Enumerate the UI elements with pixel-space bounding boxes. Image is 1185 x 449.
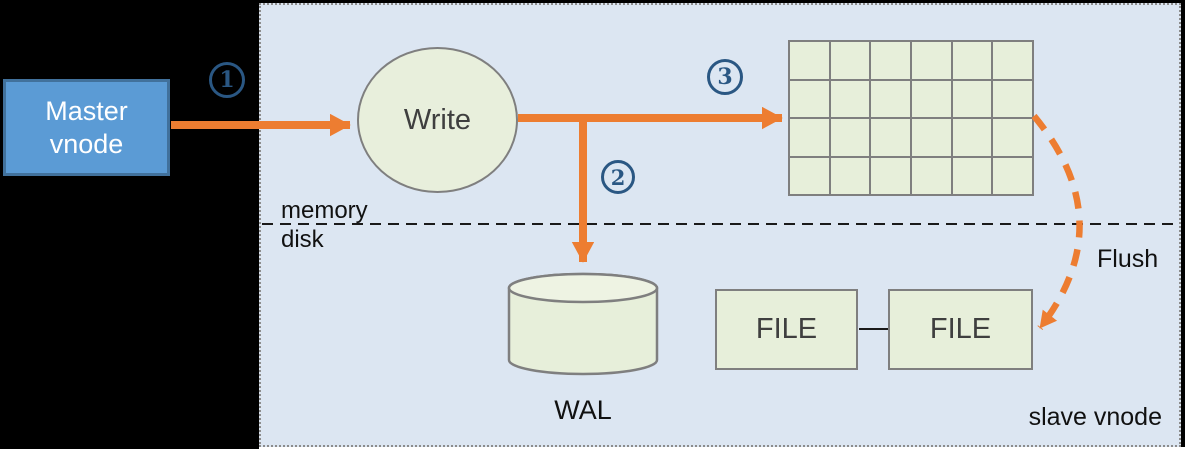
memtable-grid [788, 40, 1034, 196]
step-3-badge: 3 [707, 59, 743, 95]
memtable-cell [871, 157, 910, 194]
write-node: Write [357, 47, 518, 193]
memtable-cell [830, 119, 870, 156]
memtable-cell [912, 42, 951, 79]
memtable-cell [952, 80, 992, 117]
memtable-cell [912, 80, 951, 117]
wal-cylinder-top [507, 272, 659, 304]
memtable-cell [790, 42, 829, 79]
flush-label: Flush [1097, 245, 1159, 273]
memtable-cell [993, 119, 1032, 156]
memtable-cell [993, 80, 1032, 117]
memtable-cell [830, 157, 870, 194]
wal-cylinder [507, 272, 659, 376]
file-box-1-label: FILE [755, 313, 818, 345]
memtable-cell [790, 157, 829, 194]
memtable-cell [830, 42, 870, 79]
master-vnode-label: Master vnode [45, 95, 128, 159]
memtable-cell [993, 42, 1032, 79]
file-box-1: FILE [715, 289, 858, 370]
memtable-cell [993, 157, 1032, 194]
disk-label: disk [281, 226, 324, 253]
bottom-margin [259, 447, 1185, 449]
step-1-badge: 1 [209, 62, 245, 98]
wal-label: WAL [554, 395, 612, 425]
file-box-2: FILE [888, 289, 1033, 370]
step-2-badge: 2 [601, 160, 635, 194]
memtable-cell [912, 119, 951, 156]
master-vnode-box: Master vnode [3, 79, 170, 176]
memtable-cell [790, 119, 829, 156]
memtable-cell [952, 42, 992, 79]
file-box-2-label: FILE [929, 313, 992, 345]
slave-vnode-label: slave vnode [1028, 403, 1162, 431]
memtable-cell [952, 157, 992, 194]
memtable-cell [952, 119, 992, 156]
memory-label: memory [281, 197, 368, 224]
memtable-cell [830, 80, 870, 117]
memtable-cell [912, 157, 951, 194]
write-node-label: Write [403, 103, 472, 136]
memtable-cell [871, 80, 910, 117]
memtable-cell [871, 119, 910, 156]
memtable-cell [871, 42, 910, 79]
memtable-cell [790, 80, 829, 117]
